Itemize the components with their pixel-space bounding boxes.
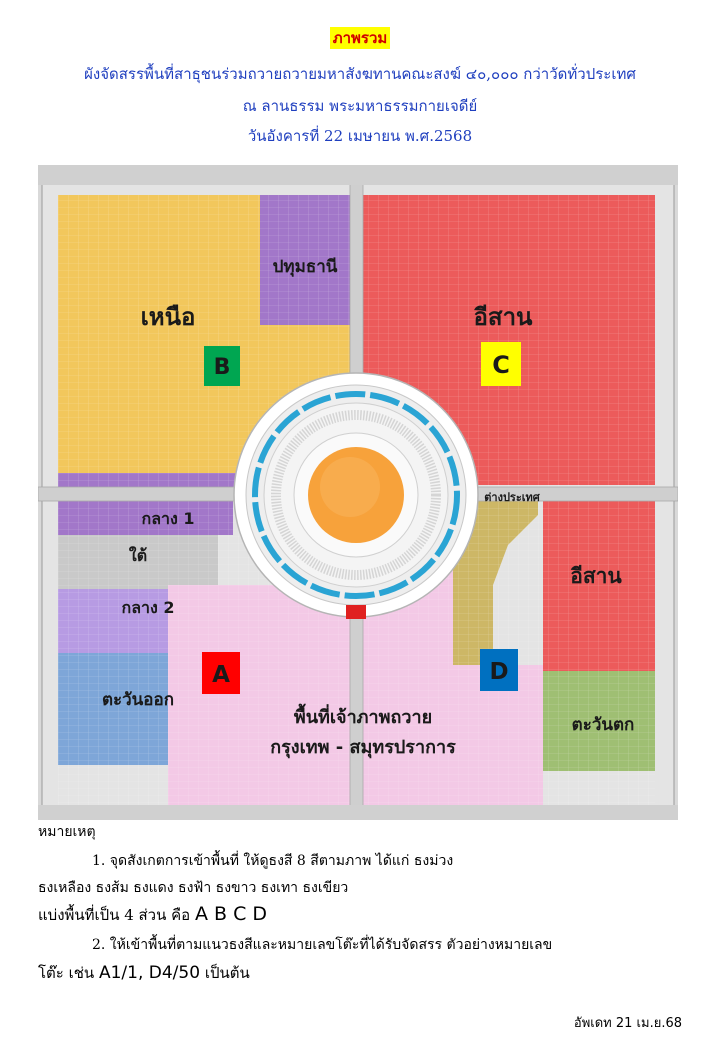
label-central1: กลาง 1 <box>142 509 195 528</box>
badge-d-letter: D <box>489 659 508 685</box>
label-host-line2: กรุงเทพ - สมุทรปราการ <box>270 737 456 759</box>
note-item1-line3: แบ่งพื้นที่เป็น 4 ส่วน คือ A B C D <box>38 903 267 927</box>
label-foreign: ต่างประเทศ <box>484 491 541 504</box>
badge-c <box>481 342 521 386</box>
chedi-dome-highlight <box>320 457 380 517</box>
seating-map: เหนือ ปทุมธานี อีสาน กลาง 1 ใต้ กลาง 2 ต… <box>38 165 678 820</box>
note-item2-line1: 2. ให้เข้าพื้นที่ตามแนวธงสีและหมายเลขโต๊… <box>92 937 553 953</box>
notes-heading: หมายเหตุ <box>38 824 96 840</box>
label-south: ใต้ <box>129 546 147 565</box>
label-host-line1: พื้นที่เจ้าภาพถวาย <box>294 703 432 728</box>
label-north: เหนือ <box>141 303 196 331</box>
badge-a <box>202 652 240 694</box>
chedi-entrance-marker <box>346 605 366 619</box>
badge-c-letter: C <box>492 351 510 379</box>
walkway-bottom <box>38 805 678 820</box>
label-east: ตะวันออก <box>102 690 174 710</box>
badge-b <box>204 346 240 386</box>
title-highlight: ภาพรวม <box>329 27 391 49</box>
label-isan-bottom: อีสาน <box>570 564 623 588</box>
note-item1-line3-prefix: แบ่งพื้นที่เป็น 4 ส่วน คือ <box>38 906 191 924</box>
badge-b-letter: B <box>214 355 231 380</box>
note-item2-line2-example: A1/1, D4/50 <box>98 963 201 983</box>
seating-map-svg: เหนือ ปทุมธานี อีสาน กลาง 1 ใต้ กลาง 2 ต… <box>38 165 678 820</box>
page-title: ภาพรวม <box>0 26 720 50</box>
label-west: ตะวันตก <box>572 715 635 735</box>
note-item1-line1: 1. จุดสังเกตการเข้าพื้นที่ ให้ดูธงสี 8 ส… <box>92 853 454 869</box>
header-line-1: ผังจัดสรรพื้นที่สาธุชนร่วมถวายถวายมหาสัง… <box>84 65 636 83</box>
badge-a-letter: A <box>212 662 230 688</box>
walkway-top <box>38 165 678 185</box>
note-item2-line2-prefix: โต๊ะ เช่น <box>38 964 95 982</box>
label-central2: กลาง 2 <box>122 598 175 617</box>
chedi-blue-ring <box>252 391 460 599</box>
label-pathumthani: ปทุมธานี <box>273 256 338 277</box>
header-line-3: วันอังคารที่ 22 เมษายน พ.ศ.2568 <box>247 127 473 145</box>
note-item2-line2-suffix: เป็นต้น <box>204 964 250 982</box>
badge-d <box>480 649 518 691</box>
update-date: อัพเดท 21 เม.ย.68 <box>573 1016 682 1031</box>
chedi-monk-rows <box>271 410 441 580</box>
header-line-2: ณ ลานธรรม พระมหาธรรมกายเจดีย์ <box>242 97 478 115</box>
label-isan-top: อีสาน <box>474 303 534 331</box>
note-item2-line2: โต๊ะ เช่น A1/1, D4/50 เป็นต้น <box>38 961 250 985</box>
note-item1-line3-letters: A B C D <box>194 903 268 925</box>
note-item1-line2: ธงเหลือง ธงส้ม ธงแดง ธงฟ้า ธงขาว ธงเทา ธ… <box>38 880 349 896</box>
